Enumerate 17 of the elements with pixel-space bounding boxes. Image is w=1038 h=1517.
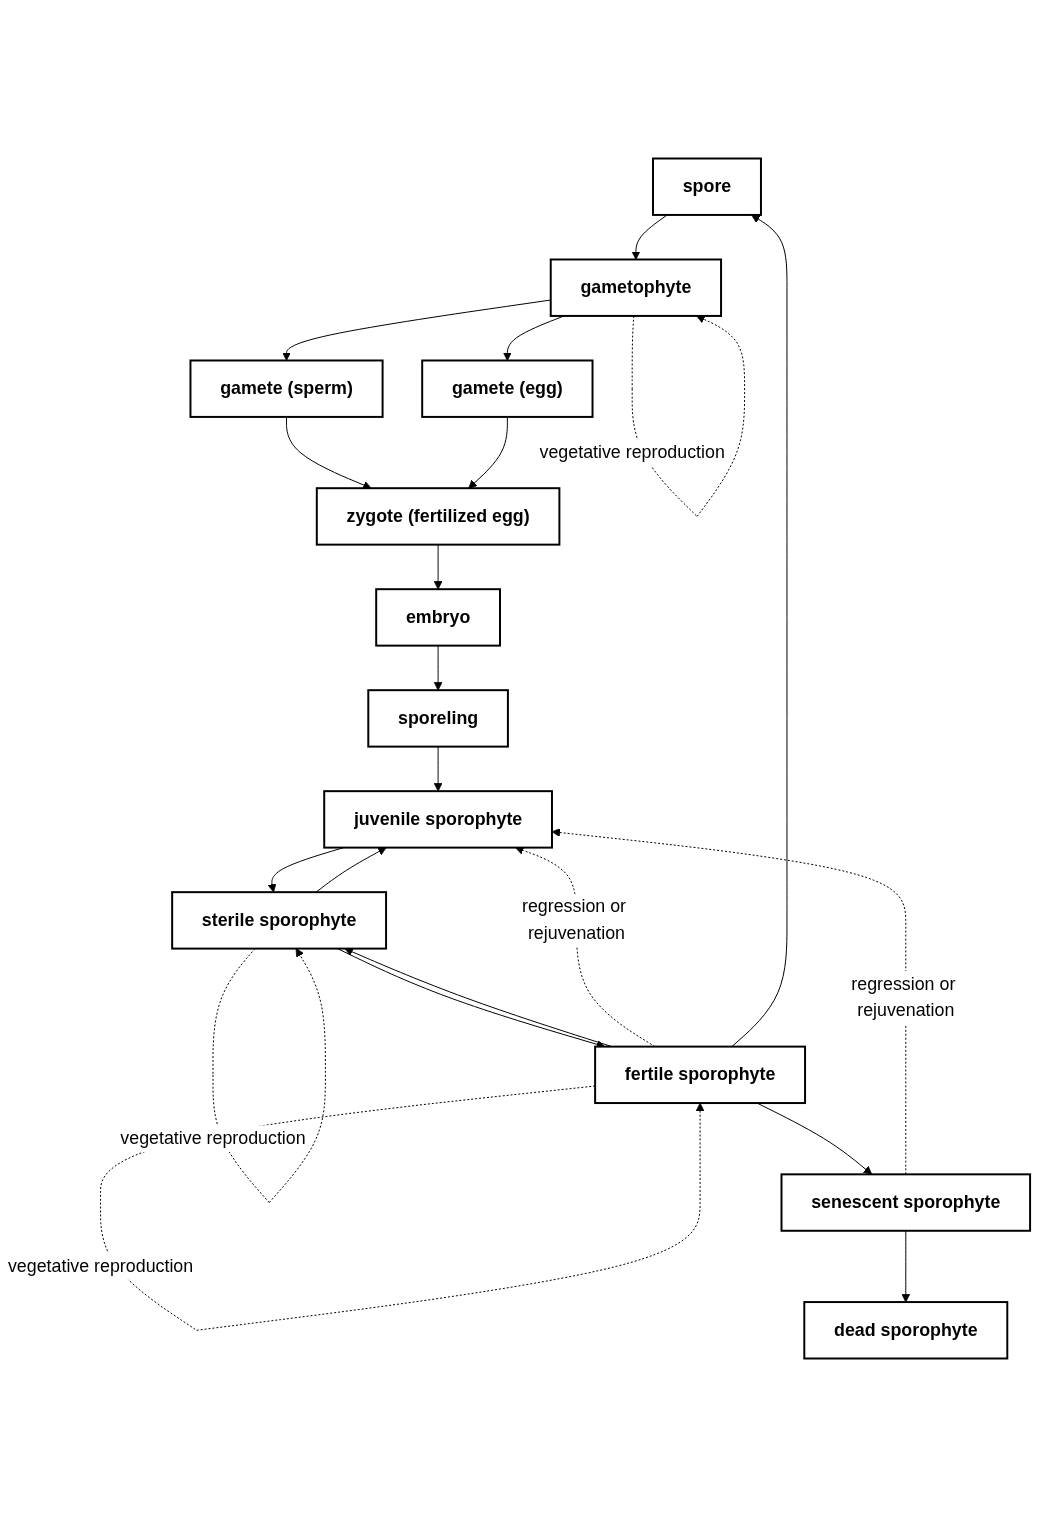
node-box: sterile sporophyte (171, 891, 388, 950)
node-box: sporeling (367, 689, 509, 748)
node-box: gamete (egg) (421, 359, 594, 418)
node-box: juvenile sporophyte (323, 790, 553, 849)
node-box: dead sporophyte (803, 1301, 1009, 1360)
edge-label: regression or rejuvenation (522, 896, 626, 944)
edge-label: vegetative reproduction (7, 1256, 194, 1276)
edge-label: regression or rejuvenation (851, 973, 956, 1021)
node-box: gametophyte (549, 258, 723, 317)
node-box: gamete (sperm) (189, 359, 384, 418)
edge-label: vegetative reproduction (120, 1128, 306, 1149)
node-box: senescent sporophyte (780, 1173, 1032, 1232)
node-box: embryo (375, 588, 501, 647)
edge-label: vegetative reproduction (539, 442, 725, 462)
node-box: spore (652, 157, 762, 216)
node-box: zygote (fertilized egg) (315, 487, 561, 546)
node-box: fertile sporophyte (594, 1045, 807, 1105)
